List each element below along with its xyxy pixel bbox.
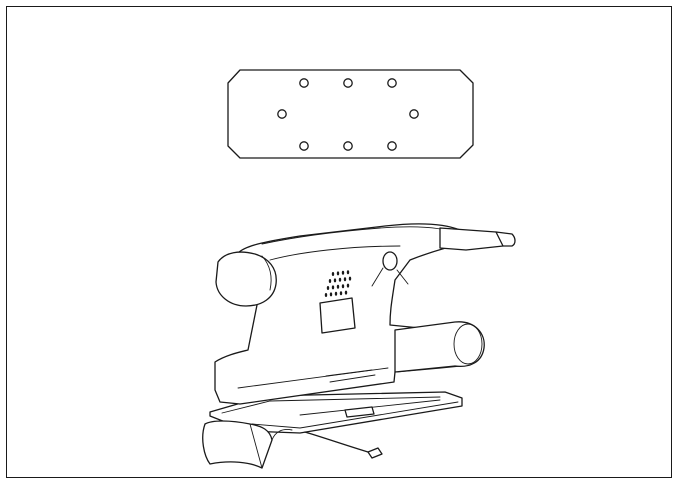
vent-slot: [341, 270, 345, 275]
front-grip-knob: [215, 251, 277, 307]
clamp-rod: [304, 431, 383, 459]
sandpaper-flap: [202, 420, 293, 469]
motor-housing: [214, 223, 485, 405]
orbital-sander: [202, 223, 516, 469]
sanding-pad-sheet: [227, 69, 474, 159]
vent-slot: [343, 277, 347, 282]
vent-slot: [328, 279, 332, 283]
vent-slot: [334, 291, 338, 296]
sheet-hole: [343, 78, 353, 88]
sheet-hole: [277, 109, 287, 119]
vent-slot: [331, 285, 335, 290]
vent-slot: [344, 290, 348, 295]
vent-slot: [336, 284, 340, 289]
vent-slot: [329, 292, 333, 297]
vent-slot: [333, 278, 337, 283]
vent-slot: [346, 270, 350, 275]
sheet-hole: [409, 109, 419, 119]
dust-port: [394, 321, 485, 373]
power-switch: [382, 251, 398, 271]
vent-slot: [324, 293, 328, 297]
vent-slot: [341, 284, 345, 289]
sheet-hole: [299, 78, 309, 88]
sheet-hole: [343, 141, 353, 151]
rear-handle: [371, 227, 516, 287]
vent-slot: [338, 277, 342, 282]
vent-slot: [339, 291, 343, 296]
sheet-hole: [299, 141, 309, 151]
sheet-hole: [387, 141, 397, 151]
vent-slot: [348, 276, 352, 281]
cord-guard: [495, 231, 516, 247]
vent-slot: [331, 272, 335, 276]
side-window: [319, 297, 356, 334]
dust-extraction-holes: [277, 78, 419, 151]
vent-slot: [336, 271, 340, 276]
clamp-lever-slot: [344, 406, 375, 418]
vent-slot: [346, 283, 350, 288]
vent-grille: [324, 270, 352, 297]
sheet-hole: [387, 78, 397, 88]
vent-slot: [326, 286, 330, 290]
